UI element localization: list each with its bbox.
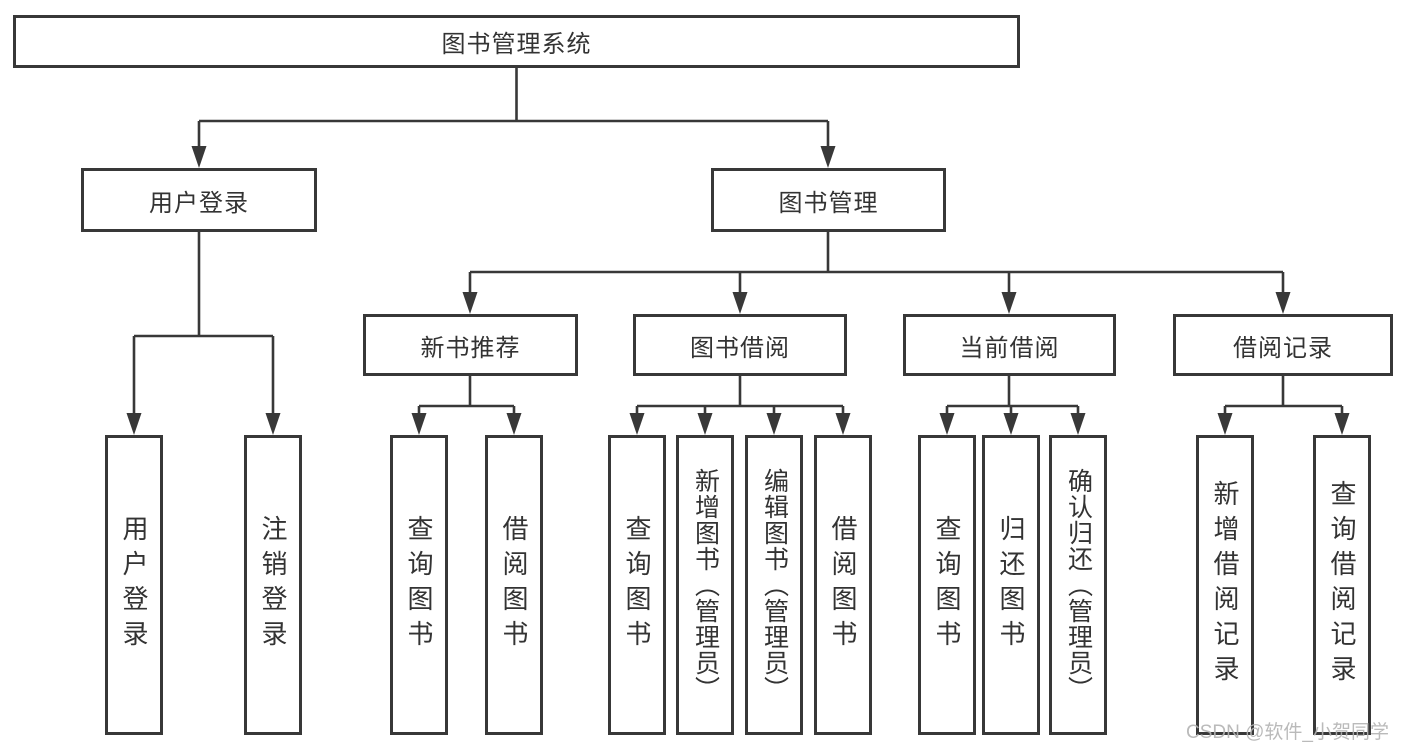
leaf-add-borrow-record: 新增借阅记录 <box>1196 435 1254 735</box>
leaf-label: 借阅图书 <box>499 515 529 655</box>
leaf-borrow-books-2: 借阅图书 <box>814 435 872 735</box>
node-user-login: 用户登录 <box>81 168 317 232</box>
node-root-label: 图书管理系统 <box>441 31 592 58</box>
leaf-label: 用户登录 <box>119 515 149 655</box>
leaf-borrow-books-1: 借阅图书 <box>485 435 543 735</box>
node-label: 新书推荐 <box>420 334 521 362</box>
node-label: 图书管理 <box>778 189 879 217</box>
leaf-label: 新增借阅记录 <box>1210 480 1240 690</box>
leaf-label: 新增图书（管理员） <box>691 468 720 702</box>
leaf-add-books-admin: 新增图书（管理员） <box>676 435 734 735</box>
leaf-query-books-3: 查询图书 <box>918 435 976 735</box>
leaf-label: 确认归还（管理员） <box>1064 468 1093 702</box>
leaf-label: 归还图书 <box>996 515 1026 655</box>
node-borrow-records: 借阅记录 <box>1173 314 1393 376</box>
leaf-confirm-return-admin: 确认归还（管理员） <box>1049 435 1107 735</box>
leaf-label: 查询图书 <box>932 515 962 655</box>
node-root: 图书管理系统 <box>13 15 1020 68</box>
node-label: 当前借阅 <box>959 334 1060 362</box>
leaf-query-books-2: 查询图书 <box>608 435 666 735</box>
leaf-label: 查询图书 <box>404 515 434 655</box>
leaf-label: 借阅图书 <box>828 515 858 655</box>
leaf-return-books: 归还图书 <box>982 435 1040 735</box>
node-label: 图书借阅 <box>690 334 790 362</box>
node-new-book-recommend: 新书推荐 <box>363 314 578 376</box>
watermark: CSDN @软件_小贺同学 <box>1186 722 1389 743</box>
node-label: 借阅记录 <box>1233 334 1333 362</box>
node-label: 用户登录 <box>149 189 249 217</box>
leaf-label: 编辑图书（管理员） <box>760 468 789 702</box>
leaf-edit-books-admin: 编辑图书（管理员） <box>745 435 803 735</box>
leaf-label: 查询图书 <box>622 515 652 655</box>
node-current-borrowing: 当前借阅 <box>903 314 1116 376</box>
leaf-logout: 注销登录 <box>244 435 302 735</box>
leaf-label: 查询借阅记录 <box>1327 480 1357 690</box>
node-book-borrowing: 图书借阅 <box>633 314 847 376</box>
leaf-label: 注销登录 <box>258 515 288 655</box>
node-book-management: 图书管理 <box>711 168 946 232</box>
leaf-query-books-1: 查询图书 <box>390 435 448 735</box>
leaf-query-borrow-record: 查询借阅记录 <box>1313 435 1371 735</box>
leaf-user-login: 用户登录 <box>105 435 163 735</box>
